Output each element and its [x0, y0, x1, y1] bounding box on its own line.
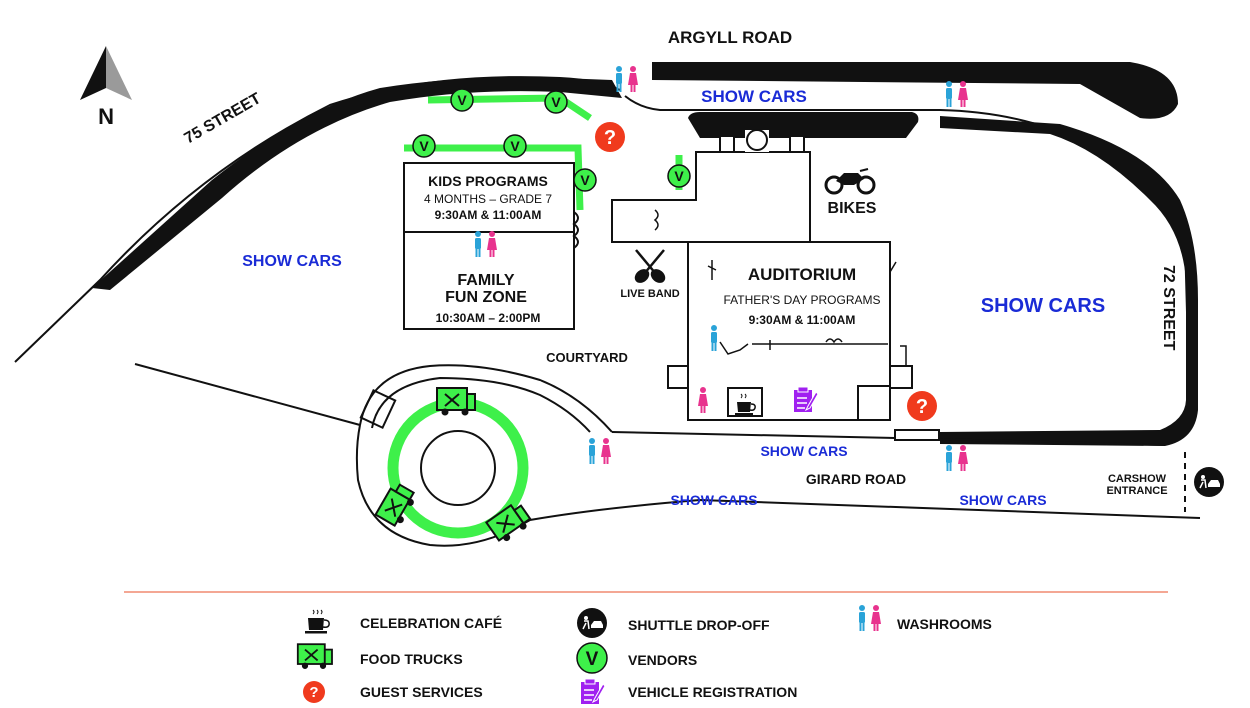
label-show-cars-bottom-right: SHOW CARS [959, 492, 1046, 508]
kids-programs-title: KIDS PROGRAMS [428, 173, 548, 189]
road-diagonal-west [134, 363, 361, 426]
auditorium-roof-bar [688, 112, 919, 138]
guest-services-markers: ? ? [595, 122, 937, 421]
label-girard-road: GIRARD ROAD [806, 471, 906, 487]
svg-text:?: ? [916, 396, 928, 418]
svg-text:V: V [419, 138, 429, 154]
vendor-markers: V V V V V V [412, 88, 691, 192]
legend-shuttle-label: SHUTTLE DROP-OFF [628, 617, 770, 633]
buildings [403, 129, 940, 441]
kids-programs-ages: 4 MONTHS – GRADE 7 [424, 192, 552, 206]
label-show-cars-road: SHOW CARS [760, 443, 847, 459]
legend-food-truck-icon [296, 643, 333, 670]
family-fun-zone-line1: FAMILY [457, 272, 515, 289]
auditorium-title: AUDITORIUM [748, 265, 856, 284]
roundabout-center [420, 430, 496, 506]
vehicle-registration-icon [794, 386, 819, 412]
svg-text:V: V [580, 172, 590, 188]
legend-vendors-label: VENDORS [628, 652, 697, 668]
motorcycle-icon [824, 168, 876, 195]
shuttle-icon [1194, 467, 1224, 497]
roundabout-outer [355, 364, 613, 547]
legend-food-trucks-label: FOOD TRUCKS [360, 651, 463, 667]
label-carshow-entrance-1: CARSHOW [1108, 473, 1167, 485]
svg-text:V: V [551, 94, 561, 110]
svg-text:V: V [457, 92, 467, 108]
family-fun-zone-line2: FUN ZONE [445, 289, 527, 306]
label-live-band: LIVE BAND [620, 288, 679, 300]
north-arrow: N [80, 46, 132, 129]
legend-washrooms-label: WASHROOMS [897, 616, 992, 632]
label-show-cars-left: SHOW CARS [242, 253, 342, 270]
road-girard-bottom [529, 498, 1201, 521]
legend-washrooms-icon [859, 605, 881, 631]
road-72-street-thick [940, 116, 1198, 446]
cafe-icon [735, 393, 756, 415]
legend-shuttle-icon [577, 608, 607, 638]
legend-cafe-label: CELEBRATION CAFÉ [360, 615, 502, 631]
svg-text:V: V [510, 138, 520, 154]
legend-vehicle-registration-icon [581, 678, 606, 704]
label-carshow-entrance-2: ENTRANCE [1106, 485, 1167, 497]
kids-programs-times: 9:30AM & 11:00AM [435, 208, 542, 222]
label-argyll-road: ARGYLL ROAD [668, 28, 792, 47]
legend-guest-services-icon: ? [303, 681, 325, 703]
label-courtyard: COURTYARD [546, 350, 628, 365]
guitar-icon [634, 249, 666, 283]
label-bikes: BIKES [828, 200, 877, 217]
legend: CELEBRATION CAFÉ FOOD TRUCKS ? GUEST SER… [296, 605, 992, 704]
label-show-cars-top: SHOW CARS [701, 87, 807, 106]
label-75-street: 75 STREET [182, 90, 265, 148]
label-show-cars-bottom-mid: SHOW CARS [670, 492, 757, 508]
auditorium-times: 9:30AM & 11:00AM [749, 313, 856, 327]
legend-vendors-icon: V [576, 642, 608, 674]
label-72-street: 72 STREET [1160, 265, 1177, 351]
auditorium-subtitle: FATHER'S DAY PROGRAMS [724, 293, 881, 307]
food-truck-markers [374, 387, 535, 547]
washroom-markers [475, 66, 968, 471]
family-fun-zone-times: 10:30AM – 2:00PM [436, 311, 541, 325]
legend-vehicle-registration-label: VEHICLE REGISTRATION [628, 684, 797, 700]
road-argyll [652, 62, 1178, 119]
svg-text:?: ? [604, 127, 616, 149]
svg-text:?: ? [309, 684, 318, 701]
north-label: N [98, 104, 114, 129]
roundabout-inner-road [371, 376, 591, 433]
legend-guest-services-label: GUEST SERVICES [360, 684, 483, 700]
legend-cafe-icon [305, 609, 330, 634]
svg-text:V: V [674, 168, 684, 184]
svg-text:V: V [586, 649, 599, 670]
label-show-cars-right: SHOW CARS [981, 295, 1105, 317]
